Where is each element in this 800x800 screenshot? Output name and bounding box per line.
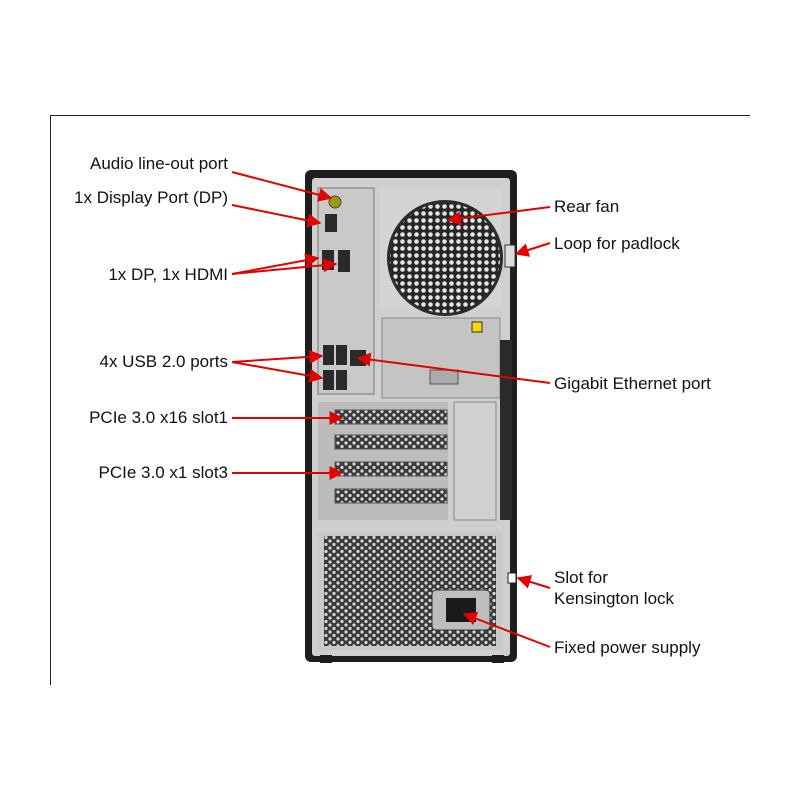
rear-fan — [380, 188, 503, 316]
label-pcie-x1: PCIe 3.0 x1 slot3 — [98, 463, 228, 482]
label-display-port: 1x Display Port (DP) — [74, 188, 228, 207]
displayport-2 — [322, 250, 334, 270]
pcie-slots — [318, 340, 512, 521]
middle-panel — [381, 317, 501, 399]
label-usb-ports: 4x USB 2.0 ports — [99, 352, 228, 371]
label-rear-fan: Rear fan — [554, 197, 620, 216]
kensington-slot — [507, 572, 517, 584]
label-dp-hdmi: 1x DP, 1x HDMI — [108, 265, 228, 284]
label-kensington-line2: Kensington lock — [554, 589, 675, 608]
hdmi-port — [338, 250, 350, 272]
label-ethernet: Gigabit Ethernet port — [554, 374, 711, 393]
usb-port — [336, 345, 347, 365]
label-kensington-line1: Slot for — [554, 568, 608, 587]
io-panel — [317, 187, 375, 395]
label-audio-line-out: Audio line-out port — [90, 154, 228, 173]
padlock-loop — [504, 244, 516, 268]
usb-port — [323, 345, 334, 365]
label-pcie-x16: PCIe 3.0 x16 slot1 — [89, 408, 228, 427]
diagram-frame-left — [50, 115, 51, 685]
label-power-supply: Fixed power supply — [554, 638, 701, 657]
usb-port — [323, 370, 334, 390]
diagram-frame-top — [50, 115, 750, 116]
power-socket — [446, 598, 476, 622]
label-padlock-loop: Loop for padlock — [554, 234, 680, 253]
callout-lines — [231, 171, 551, 648]
psu — [318, 532, 502, 650]
usb-port — [336, 370, 347, 390]
displayport-1 — [325, 214, 337, 232]
